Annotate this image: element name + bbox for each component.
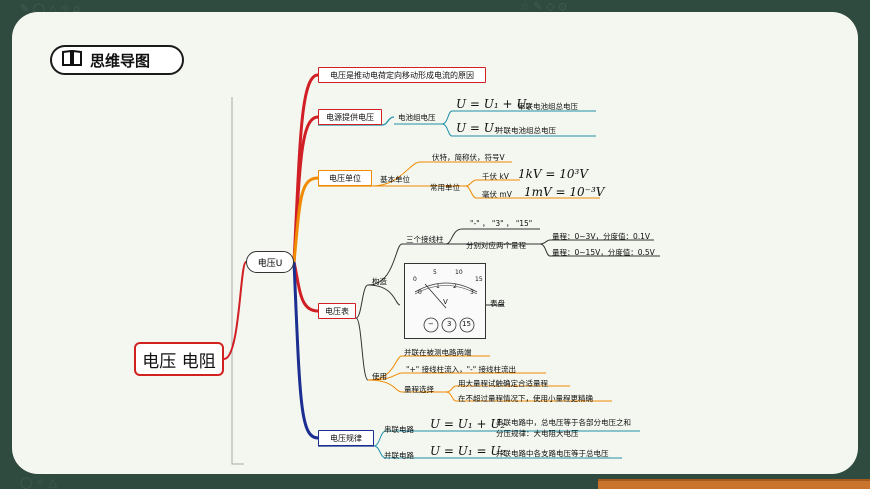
usage-label: 使用 — [372, 372, 387, 381]
dial-terminal-15: 15 — [462, 320, 471, 328]
usage-small-range: 在不超过量程情况下，使用小量程更精确 — [458, 394, 593, 403]
usage-trial-range: 用大量程试触确定合适量程 — [458, 379, 548, 388]
header-title-pill: 思维导图 — [50, 45, 184, 75]
battery-voltage-label: 电池组电压 — [398, 113, 436, 122]
kv-label: 千伏 kV — [482, 172, 509, 181]
dial-terminal-3: 3 — [447, 320, 452, 328]
branch-voltage-unit: 电压单位 — [318, 170, 372, 186]
branch-voltmeter: 电压表 — [318, 303, 356, 319]
terminals-label: 三个接线柱 — [406, 235, 444, 244]
kv-formula: 1kV = 10³V — [518, 167, 589, 181]
dial-label: 表盘 — [490, 299, 505, 308]
voltmeter-dial: 0 5 10 15 0 1 2 3 V − 3 15 — [404, 263, 486, 339]
range-15v: 量程：0~15V，分度值：0.5V — [552, 248, 655, 257]
structure-label: 构造 — [372, 277, 387, 286]
series-circuit-formula: U = U₁ + U₂ — [430, 417, 506, 431]
usage-terminals: "+" 接线柱流入，"-" 接线柱流出 — [406, 365, 517, 374]
branch-power-source: 电源提供电压 — [318, 109, 382, 125]
mv-label: 毫伏 mV — [482, 190, 512, 199]
dial-bottom-tick: 0 — [418, 289, 422, 296]
dial-bottom-tick: 2 — [453, 283, 457, 290]
terminal-values: "-" ， "3" ， "15" — [470, 219, 533, 228]
content-board — [12, 12, 858, 474]
series-circuit-text2: 分压规律：大电阻大电压 — [496, 429, 579, 438]
basic-unit-label: 基本单位 — [380, 175, 410, 184]
dial-top-tick: 0 — [413, 276, 417, 283]
range-3v: 量程：0~3V，分度值：0.1V — [552, 232, 651, 241]
dial-bottom-tick: 3 — [470, 289, 474, 296]
series-circuit-label: 串联电路 — [384, 425, 414, 434]
chalk-decoration: ◯ ✧ △ — [20, 476, 57, 489]
dial-top-tick: 5 — [433, 269, 437, 276]
ruler-decoration — [598, 479, 870, 489]
series-battery-formula: U = U₁ + U₂ — [456, 97, 532, 111]
parallel-circuit-text: 并联电路中各支路电压等于总电压 — [496, 449, 609, 458]
chalk-decoration: ✎ ◯ △ ✧ ⌂ — [20, 2, 81, 15]
dial-bottom-tick: 1 — [436, 283, 440, 290]
branch-voltage-law: 电压规律 — [318, 430, 374, 446]
mv-formula: 1mV = 10⁻³V — [524, 185, 605, 199]
hub-node: 电压U — [246, 251, 294, 273]
dial-top-tick: 10 — [455, 269, 463, 276]
parallel-battery-formula: U = U₁ — [456, 121, 499, 135]
parallel-battery-text: 并联电池组总电压 — [496, 126, 556, 135]
ranges-label: 分别对应两个量程 — [466, 241, 526, 250]
dial-terminal-negative: − — [428, 320, 434, 328]
series-circuit-text1: 串联电路中，总电压等于各部分电压之和 — [496, 418, 631, 427]
series-battery-text: 串联电池组总电压 — [518, 102, 578, 111]
parallel-circuit-formula: U = U₁ = U₂ — [430, 444, 506, 458]
parallel-circuit-label: 并联电路 — [384, 451, 414, 460]
branch-definition: 电压是推动电荷定向移动形成电流的原因 — [318, 67, 486, 83]
basic-unit-text: 伏特，简称伏，符号V — [432, 153, 505, 162]
root-node: 电压 电阻 — [134, 342, 224, 376]
chalk-decoration: ☆ ✎ ◇ ⊙ — [520, 0, 568, 13]
dial-top-tick: 15 — [475, 276, 483, 283]
dial-unit: V — [443, 298, 448, 306]
book-icon — [62, 49, 82, 70]
usage-parallel: 并联在被测电路两端 — [404, 348, 472, 357]
page-title: 思维导图 — [90, 51, 151, 70]
common-unit-label: 常用单位 — [430, 183, 460, 192]
usage-range-select: 量程选择 — [404, 385, 434, 394]
